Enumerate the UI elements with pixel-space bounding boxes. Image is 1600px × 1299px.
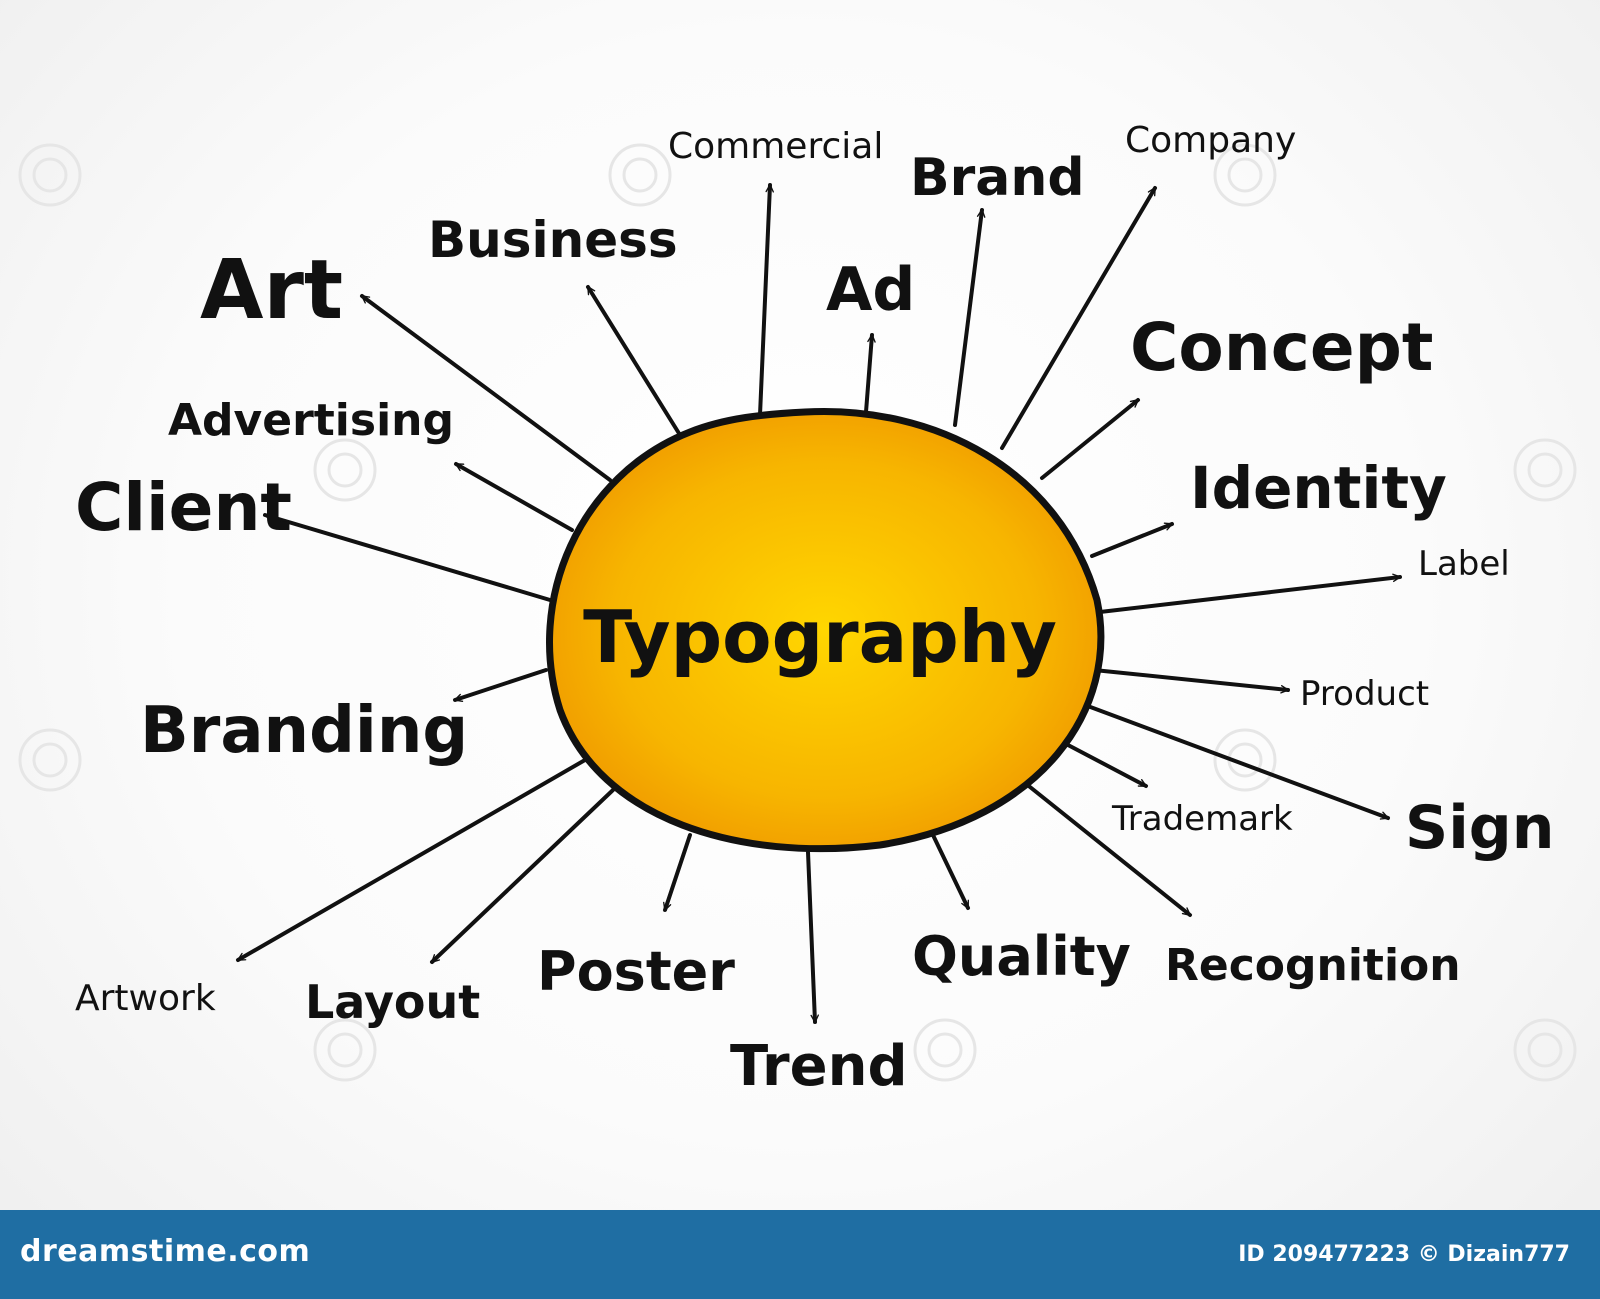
arrow-commercial (758, 183, 774, 417)
term-trend: Trend (730, 1034, 908, 1099)
term-identity: Identity (1190, 454, 1447, 522)
arrows (236, 183, 1402, 1024)
arrow-trademark (1066, 743, 1148, 788)
term-ad: Ad (826, 255, 915, 325)
arrow-artwork (236, 758, 587, 962)
footer-site-name: dreamstime.com (20, 1234, 311, 1269)
arrow-recognition (1023, 781, 1192, 917)
arrow-identity (1090, 522, 1174, 558)
term-client: Client (75, 469, 292, 546)
arrow-advertising (454, 462, 574, 532)
arrow-layout (430, 788, 615, 964)
term-advertising: Advertising (168, 395, 454, 446)
term-art: Art (200, 243, 343, 338)
arrow-product (1092, 668, 1290, 694)
term-commercial: Commercial (668, 126, 883, 167)
term-trademark: Trademark (1111, 799, 1293, 839)
arrow-company (1000, 186, 1157, 450)
term-label: Label (1418, 544, 1510, 584)
arrow-client (263, 512, 552, 602)
arrow-label (1098, 573, 1402, 614)
footer-image-id: ID 209477223 © Dizain777 (1238, 1242, 1570, 1267)
term-brand: Brand (910, 148, 1085, 208)
term-concept: Concept (1130, 309, 1433, 386)
central-node: Typography (546, 407, 1105, 853)
arrow-ad (864, 333, 876, 414)
typography-mind-map: Typography Art Business Commercial Brand… (18, 120, 1577, 1099)
arrow-brand (953, 208, 986, 427)
term-quality: Quality (912, 925, 1131, 988)
term-recognition: Recognition (1165, 940, 1461, 991)
term-product: Product (1300, 674, 1429, 714)
central-node-shape (546, 407, 1105, 853)
arrow-sign (1083, 703, 1390, 820)
footer-bar: dreamstime.com ID 209477223 © Dizain777 (0, 1210, 1600, 1299)
term-artwork: Artwork (75, 978, 216, 1019)
arrow-poster (663, 833, 692, 912)
term-business: Business (428, 211, 678, 269)
arrow-art (360, 294, 612, 482)
terms: Art Business Commercial Brand Ad Company… (75, 120, 1554, 1099)
term-company: Company (1125, 120, 1296, 161)
central-node-label: Typography (583, 595, 1057, 679)
term-layout: Layout (305, 975, 480, 1029)
term-poster: Poster (537, 940, 735, 1003)
term-sign: Sign (1405, 793, 1554, 863)
arrow-concept (1040, 398, 1140, 480)
arrow-branding (453, 668, 548, 702)
arrow-quality (930, 831, 970, 910)
term-branding: Branding (140, 694, 468, 768)
arrow-business (586, 285, 682, 437)
arrow-trend (806, 850, 819, 1024)
